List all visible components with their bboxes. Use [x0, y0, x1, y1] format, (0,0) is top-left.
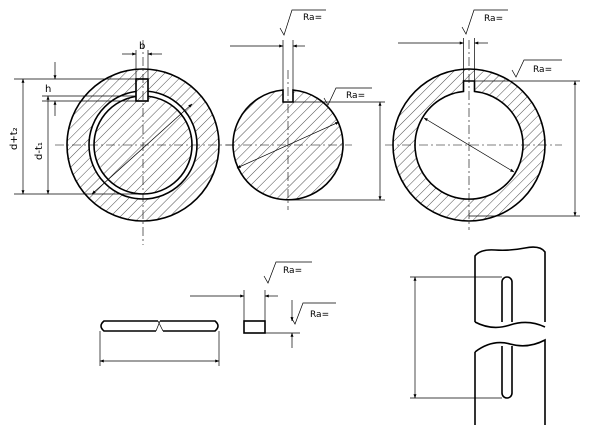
roughness-symbol: Ra=: [461, 9, 508, 35]
key-section-view: Ra= Ra=: [190, 261, 336, 348]
key-cross-section: [243, 320, 266, 334]
h-label: h: [45, 84, 51, 95]
hub-shaft-section-view: b h d+t₂ d-t₁: [9, 40, 235, 245]
key-left-part: [100, 320, 158, 332]
svg-text:Ra=: Ra=: [310, 310, 329, 320]
hub-bore-dim-line: [423, 117, 515, 173]
shaft-diameter-dim-line: [236, 121, 340, 169]
hub-section-view: Ra= Ra=: [385, 9, 580, 230]
roughness-symbol: Ra=: [279, 9, 326, 36]
roughness-symbol: Ra=: [323, 87, 372, 106]
roughness-symbol: Ra=: [511, 59, 562, 78]
shaft-side-view: [410, 246, 546, 425]
roughness-symbol: Ra=: [263, 261, 312, 284]
diameter-dim-line: [91, 103, 193, 195]
roughness-symbol: Ra=: [290, 302, 336, 325]
shaft-keyway-slot: [501, 276, 513, 322]
hub-ring-with-keyway: [392, 68, 546, 222]
b-label: b: [139, 41, 145, 52]
d-plus-t2-label: d+t₂: [9, 127, 20, 150]
shaft-upper-body: [474, 246, 546, 322]
key-section: [135, 78, 149, 102]
svg-text:Ra=: Ra=: [283, 266, 302, 276]
svg-text:Ra=: Ra=: [346, 91, 365, 101]
svg-text:Ra=: Ra=: [303, 13, 322, 23]
shaft-lower-body: [474, 338, 546, 425]
d-minus-t1-label: d-t₁: [34, 142, 45, 160]
key-side-view: [99, 320, 220, 366]
shaft-section-view: Ra= Ra=: [226, 9, 385, 210]
key-right-part: [160, 320, 219, 332]
svg-text:Ra=: Ra=: [484, 14, 503, 24]
svg-text:Ra=: Ra=: [533, 65, 552, 75]
